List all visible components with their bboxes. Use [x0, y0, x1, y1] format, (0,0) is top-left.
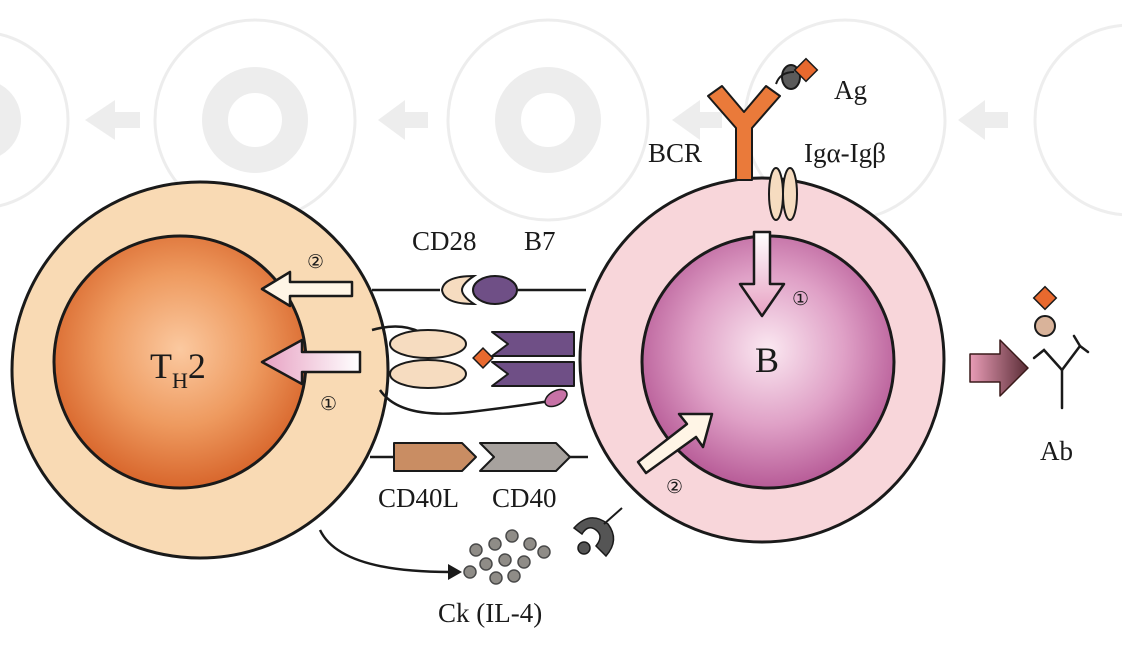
antigen-binding-arc: [775, 71, 795, 85]
ig-alpha-beta-label: Igα-Igβ: [804, 138, 886, 168]
th2-cell: TH2 ② ①: [10, 180, 390, 560]
mhc-lower: [491, 361, 575, 387]
presented-antigen-icon: [472, 347, 494, 369]
b-signal-two-arrow: [636, 412, 714, 475]
b7-molecule: [472, 275, 518, 305]
antibody-carrier-icon: [1034, 315, 1056, 337]
cytokine-label: Ck (IL-4): [438, 598, 542, 628]
ig-alpha: [768, 167, 784, 221]
th2-signal-one-arrow: [260, 338, 362, 386]
b-cell: B ① ②: [578, 176, 946, 544]
cd28-b7-pair: CD28 B7: [372, 226, 586, 306]
cd40l-cd40-pair: CD40L CD40: [370, 442, 588, 513]
antibody-output: Ab: [969, 285, 1090, 466]
bcr-complex: Ag BCR Igα-Igβ: [648, 57, 886, 221]
antigen-icon: [793, 57, 819, 83]
cytokine-secretion: Ck (IL-4): [318, 507, 623, 628]
tcr-upper: [389, 329, 467, 359]
tcr-mhc-complex: [371, 325, 575, 415]
mhc-upper: [491, 331, 575, 357]
b-signal-two-marker: ②: [666, 477, 683, 498]
ag-label: Ag: [834, 75, 867, 105]
b-signal-one-arrow: [738, 230, 786, 318]
background-cell-sequence: [0, 18, 1122, 222]
cytokine-release-arrow: [318, 529, 451, 574]
ig-beta: [782, 167, 798, 221]
cd40-label: CD40: [492, 483, 557, 513]
th2-signal-two-marker: ②: [307, 252, 324, 273]
ab-label: Ab: [1040, 436, 1073, 466]
cd40l-label: CD40L: [378, 483, 459, 513]
cd40l-molecule: [393, 442, 477, 472]
antibody-antigen-icon: [1032, 285, 1058, 311]
cd28-label: CD28: [412, 226, 477, 256]
cytokine-particles: [463, 529, 551, 585]
th2-signal-two-arrow: [260, 270, 354, 308]
cd28-molecule: [440, 274, 478, 306]
antibody-icon: [1032, 334, 1090, 410]
mhc-anchor: [544, 388, 568, 408]
tcr-lower: [389, 359, 467, 389]
th2-signal-one-marker: ①: [320, 394, 337, 415]
bcr-receptor: [707, 85, 781, 181]
b7-label: B7: [524, 226, 556, 256]
cytokine-receptor: [572, 517, 615, 558]
th2-label: TH2: [150, 346, 206, 393]
cd40-molecule: [479, 442, 571, 472]
output-arrow: [969, 339, 1029, 397]
b-signal-one-marker: ①: [792, 289, 809, 310]
bcr-label: BCR: [648, 138, 702, 168]
b-label: B: [755, 340, 779, 380]
